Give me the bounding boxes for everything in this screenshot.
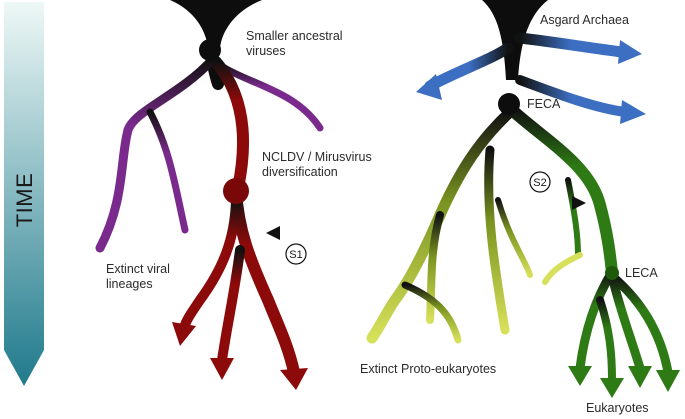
asgard-arrowheads xyxy=(416,40,646,124)
ancestral-virus-node xyxy=(199,39,221,61)
eukaryote-arrowheads xyxy=(568,366,680,398)
time-label: TIME xyxy=(12,173,37,228)
s1-arrow xyxy=(266,226,412,240)
label-feca: FECA xyxy=(527,97,561,111)
ncldv-branches xyxy=(179,56,300,378)
asgard-branches xyxy=(424,32,630,117)
feca-node xyxy=(498,93,520,115)
label-extinct-proto: Extinct Proto-eukaryotes xyxy=(360,362,496,376)
time-arrow: TIME xyxy=(4,2,44,386)
label-extinct-viral: Extinct viral lineages xyxy=(106,262,173,291)
proto-euk-side-branch xyxy=(542,252,583,285)
label-ncldv: NCLDV / Mirusvirus diversification xyxy=(262,150,375,179)
label-leca: LECA xyxy=(625,266,658,280)
ncldv-node xyxy=(223,178,249,204)
s2-badge: S2 xyxy=(529,171,551,193)
svg-text:S2: S2 xyxy=(533,177,546,189)
label-asgard: Asgard Archaea xyxy=(540,13,629,27)
cellular-tree xyxy=(366,0,680,398)
leca-node xyxy=(605,266,619,280)
viral-trunk xyxy=(170,0,262,48)
label-smaller-ancestral: Smaller ancestral viruses xyxy=(246,29,346,58)
s1-badge: S1 xyxy=(285,243,307,265)
eukaryote-branches xyxy=(506,104,673,384)
ncldv-arrowheads xyxy=(172,322,308,390)
label-eukaryotes: Eukaryotes xyxy=(586,401,649,415)
svg-text:S1: S1 xyxy=(289,249,302,261)
viral-tree xyxy=(95,0,324,390)
proto-eukaryote-branches xyxy=(366,106,533,344)
s2-arrow xyxy=(288,196,586,210)
